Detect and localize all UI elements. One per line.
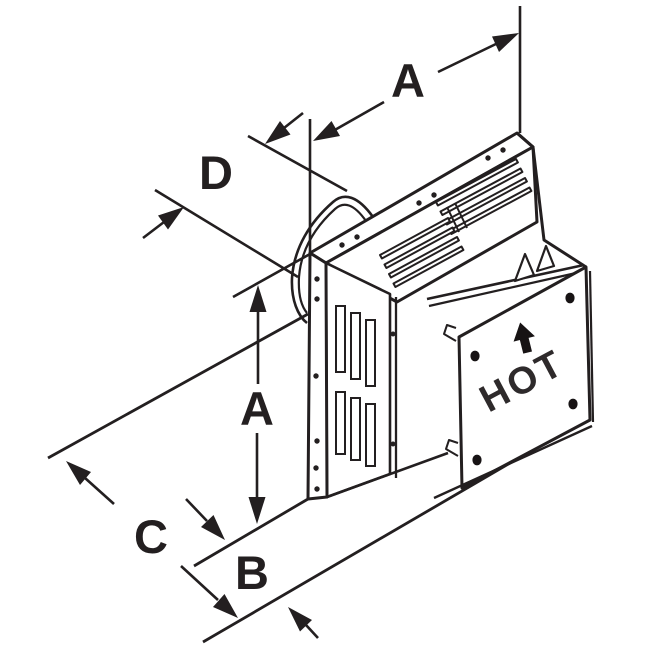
base-line-lower	[202, 443, 542, 644]
dim-d-arrow-tail-upper	[283, 111, 304, 130]
dim-a-top-arrow-right	[492, 33, 519, 52]
bracket-top-edge-outer	[426, 263, 585, 301]
base-line-upper	[193, 497, 309, 568]
dim-c-arrow-upper	[201, 515, 225, 540]
spring-clips-top	[513, 244, 556, 283]
dim-a-top-segment-left	[332, 100, 385, 133]
up-arrow-icon	[513, 322, 535, 354]
wall-surface-line	[47, 312, 309, 460]
wall-leader-arrow	[66, 461, 91, 485]
dim-d-line-lower	[154, 188, 299, 279]
dim-d-arrow-lower	[158, 207, 184, 230]
dim-c-arrow-tail-lower	[180, 565, 219, 601]
wall-reference-lines	[47, 312, 542, 644]
dim-a-top-arrow-left	[313, 121, 340, 141]
dim-a-top-segment-right	[437, 41, 499, 74]
dim-d-line-upper	[247, 134, 348, 193]
extension-line-flange-top	[232, 252, 311, 299]
front-louver-slots	[335, 305, 376, 467]
dimension-labels: A D A C B	[134, 54, 425, 599]
mounting-bracket	[394, 263, 586, 478]
dim-b-arrow	[288, 607, 312, 632]
dimension-arrowheads	[66, 33, 519, 632]
dim-c-arrow-tail-upper	[185, 498, 208, 522]
hot-plate-screws	[470, 292, 578, 466]
hot-plate-face	[457, 265, 592, 490]
bracket-top-edge-inner	[428, 269, 586, 308]
cap-bottom-front-edge	[326, 451, 449, 499]
dim-label-c: C	[134, 510, 168, 563]
hot-plate: HOT	[433, 265, 595, 500]
dim-d-arrow-tail-lower	[142, 220, 165, 240]
hot-plate-right-edge	[588, 270, 595, 423]
dim-d-arrow-upper	[265, 121, 291, 144]
vent-cap-body: HOT	[290, 131, 595, 501]
top-louver-slats-right	[435, 158, 533, 235]
top-flange-rivets	[339, 147, 506, 248]
left-flange-rivets	[313, 276, 320, 492]
hot-plate-bottom-edge	[433, 424, 593, 500]
dim-label-d: D	[199, 146, 233, 199]
wall-leader-tail	[84, 477, 115, 505]
dim-label-b: B	[235, 546, 269, 599]
bracket-rivets	[390, 331, 396, 447]
top-louver-slats-left	[379, 217, 465, 288]
spring-clips-left	[443, 324, 459, 457]
dim-c-arrow-lower	[213, 594, 238, 618]
top-louver-center-rail	[446, 202, 468, 233]
dim-b-arrow-tail	[305, 624, 319, 639]
dim-label-a-top: A	[391, 54, 425, 107]
dim-a-vertical-arrow-down	[248, 497, 266, 524]
dimension-lines	[84, 6, 522, 639]
dim-a-vertical-arrow-up	[249, 285, 267, 312]
pipe-collar-outer-arc	[290, 195, 375, 325]
dim-label-a-height: A	[240, 382, 274, 435]
cap-back-right-edge	[516, 131, 587, 269]
